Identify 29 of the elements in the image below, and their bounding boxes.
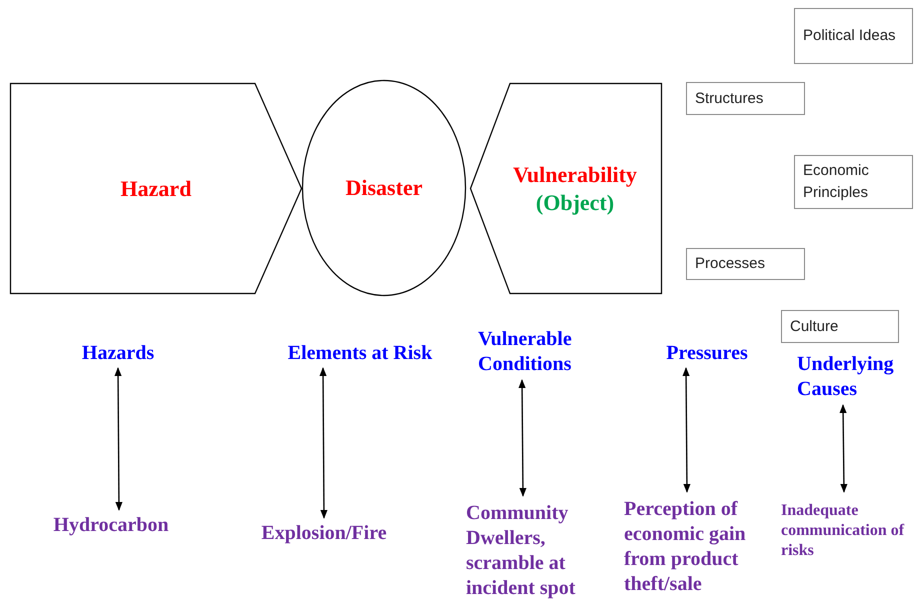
- text-label: Pressures: [666, 340, 748, 366]
- text-label: Hydrocarbon: [53, 512, 169, 538]
- shape-label: Hazard: [120, 174, 192, 202]
- text-label: Perception of economic gain from product theft/sale: [624, 497, 747, 597]
- shape-label: Disaster: [346, 174, 422, 202]
- text-label: Community Dwellers, scramble at incident spot: [466, 501, 576, 601]
- double-arrow: [518, 379, 527, 497]
- box-label: Structures: [695, 88, 764, 109]
- text-label: Elements at Risk: [288, 340, 432, 366]
- double-arrow: [114, 367, 123, 511]
- text-label: Vulnerable Conditions: [478, 327, 573, 377]
- label-box: [781, 310, 899, 343]
- box-label: Political Ideas: [803, 26, 896, 46]
- label-box: [794, 8, 913, 64]
- label-box: [794, 155, 913, 209]
- text-label: Inadequate communication of risks: [781, 501, 906, 561]
- text-label: Underlying Causes: [797, 352, 895, 402]
- shape-label: Vulnerability: [513, 161, 637, 188]
- text-label: Explosion/Fire: [261, 520, 387, 546]
- shape-label: (Object): [536, 188, 614, 216]
- box-label: Economic Principles: [803, 161, 870, 203]
- label-box: [686, 248, 805, 280]
- label-box: [686, 82, 805, 115]
- box-label: Processes: [695, 254, 766, 274]
- double-arrow: [682, 367, 691, 493]
- text-label: Hazards: [82, 340, 154, 366]
- box-label: Culture: [790, 316, 838, 337]
- double-arrow: [319, 367, 328, 519]
- double-arrow: [839, 404, 848, 493]
